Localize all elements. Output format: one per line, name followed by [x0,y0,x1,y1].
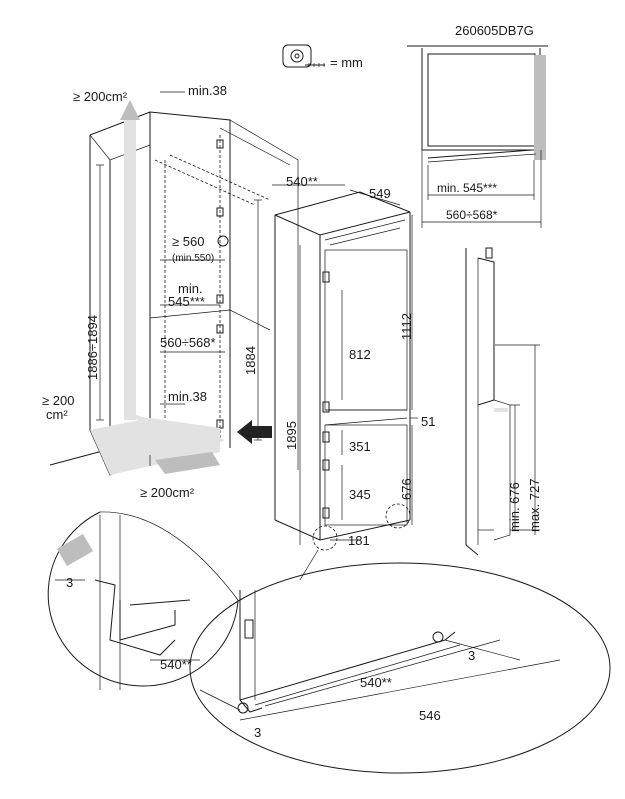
appliance-drawing [274,191,411,581]
side-view-drawing [465,247,540,556]
detail-left-gap-label: 3 [66,575,73,590]
fridge-inner-label: 812 [349,347,371,362]
foot-offset-label: 181 [348,533,370,548]
detail-left-drawing [47,511,239,690]
width-min-line2: 545*** [168,294,205,309]
cabinet-dimensions [96,91,262,441]
top-view-drawing [407,45,548,228]
detail-bottom-drawing [189,562,611,774]
top-gap-label: min.38 [188,83,227,98]
unit-legend: = mm [330,55,363,70]
freezer-upper-label: 351 [349,439,371,454]
tape-measure-icon [282,44,325,68]
top-view-min-width: min. 545*** [437,181,497,195]
detail-bottom-gap-right-label: 3 [468,648,475,663]
cabinet-height-label: 1886÷1894 [85,315,100,380]
vent-side-value: ≥ 200 [42,393,74,408]
detail-bottom-overall-label: 546 [419,708,441,723]
depth-label: ≥ 560 [172,234,204,249]
top-view-width-range: 560÷568* [446,208,498,222]
vent-bottom-label: ≥ 200cm² [140,485,195,500]
bottom-gap-label: min.38 [168,389,207,404]
detail-bottom-gap-left-label: 3 [254,725,261,740]
detail-bottom-width-label: 540** [360,675,392,690]
freezer-height-label: 676 [399,478,414,500]
width-min-line1: min. [178,281,203,296]
appliance-width-label: 540** [286,174,318,189]
appliance-depth-label: 549 [369,186,391,201]
side-view-max-label: max. 727 [527,479,542,532]
appliance-total-height-label: 1895 [284,421,299,450]
appliance-upper-height-label: 1112 [399,313,414,340]
freezer-lower-label: 345 [349,487,371,502]
appliance-dimensions [272,184,418,545]
detail-left-width-label: 540** [160,657,192,672]
insert-arrow-icon [237,420,272,444]
model-code: 260605DB7G [455,23,534,38]
vent-side-unit: cm² [46,407,68,422]
side-view-min-label: min. 676 [507,482,522,532]
cabinet-drawing [49,100,299,476]
cabinet-inner-height-label: 1884 [243,346,258,375]
vent-top-label: ≥ 200cm² [73,89,128,104]
width-range-label: 560÷568* [160,335,216,350]
depth-min-label: (min.550) [172,253,214,264]
door-gap-label: 51 [421,414,435,429]
